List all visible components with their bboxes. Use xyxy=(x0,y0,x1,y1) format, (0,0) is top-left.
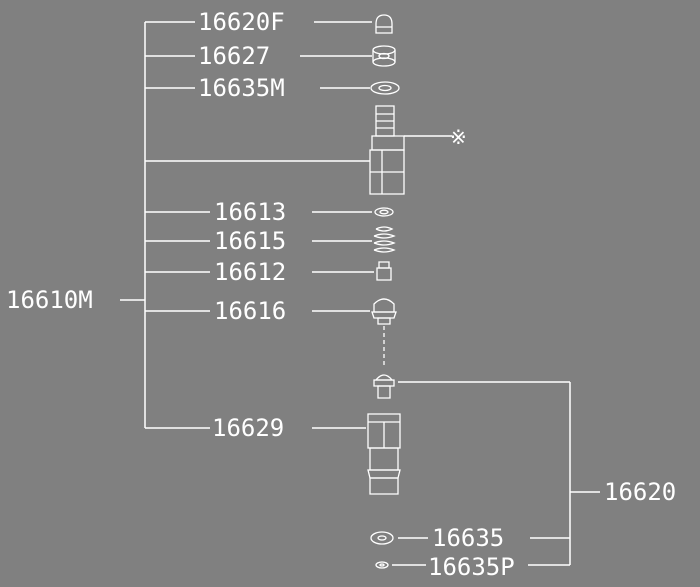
label-16612: 16612 xyxy=(214,258,286,286)
assembly-bracket-16610M xyxy=(120,21,370,429)
washer-part xyxy=(370,81,400,95)
nut-part xyxy=(372,45,396,67)
label-16610M: 16610M xyxy=(6,286,93,314)
injector-holder-part xyxy=(369,105,405,195)
label-16620: 16620 xyxy=(604,478,676,506)
gasket-part xyxy=(370,531,394,545)
leader-lines xyxy=(300,21,452,429)
cap-nut-part xyxy=(375,14,393,34)
spring-part xyxy=(373,226,396,253)
shim-part xyxy=(374,207,394,217)
label-16635: 16635 xyxy=(432,524,504,552)
label-16620F: 16620F xyxy=(198,8,285,36)
label-16613: 16613 xyxy=(214,198,286,226)
label-16635P: 16635P xyxy=(428,553,515,581)
label-16629: 16629 xyxy=(212,414,284,442)
label-16615: 16615 xyxy=(214,227,286,255)
label-16627: 16627 xyxy=(198,42,270,70)
spacer-part xyxy=(371,298,397,325)
retaining-nut-part xyxy=(367,413,401,495)
nozzle-part xyxy=(373,374,395,399)
label-16616: 16616 xyxy=(214,297,286,325)
label-16635M: 16635M xyxy=(198,74,285,102)
assembly-bracket-16620 xyxy=(392,381,600,566)
note-mark: ※ xyxy=(450,125,467,149)
small-washer-part xyxy=(375,561,389,569)
spring-seat-part xyxy=(376,261,392,281)
